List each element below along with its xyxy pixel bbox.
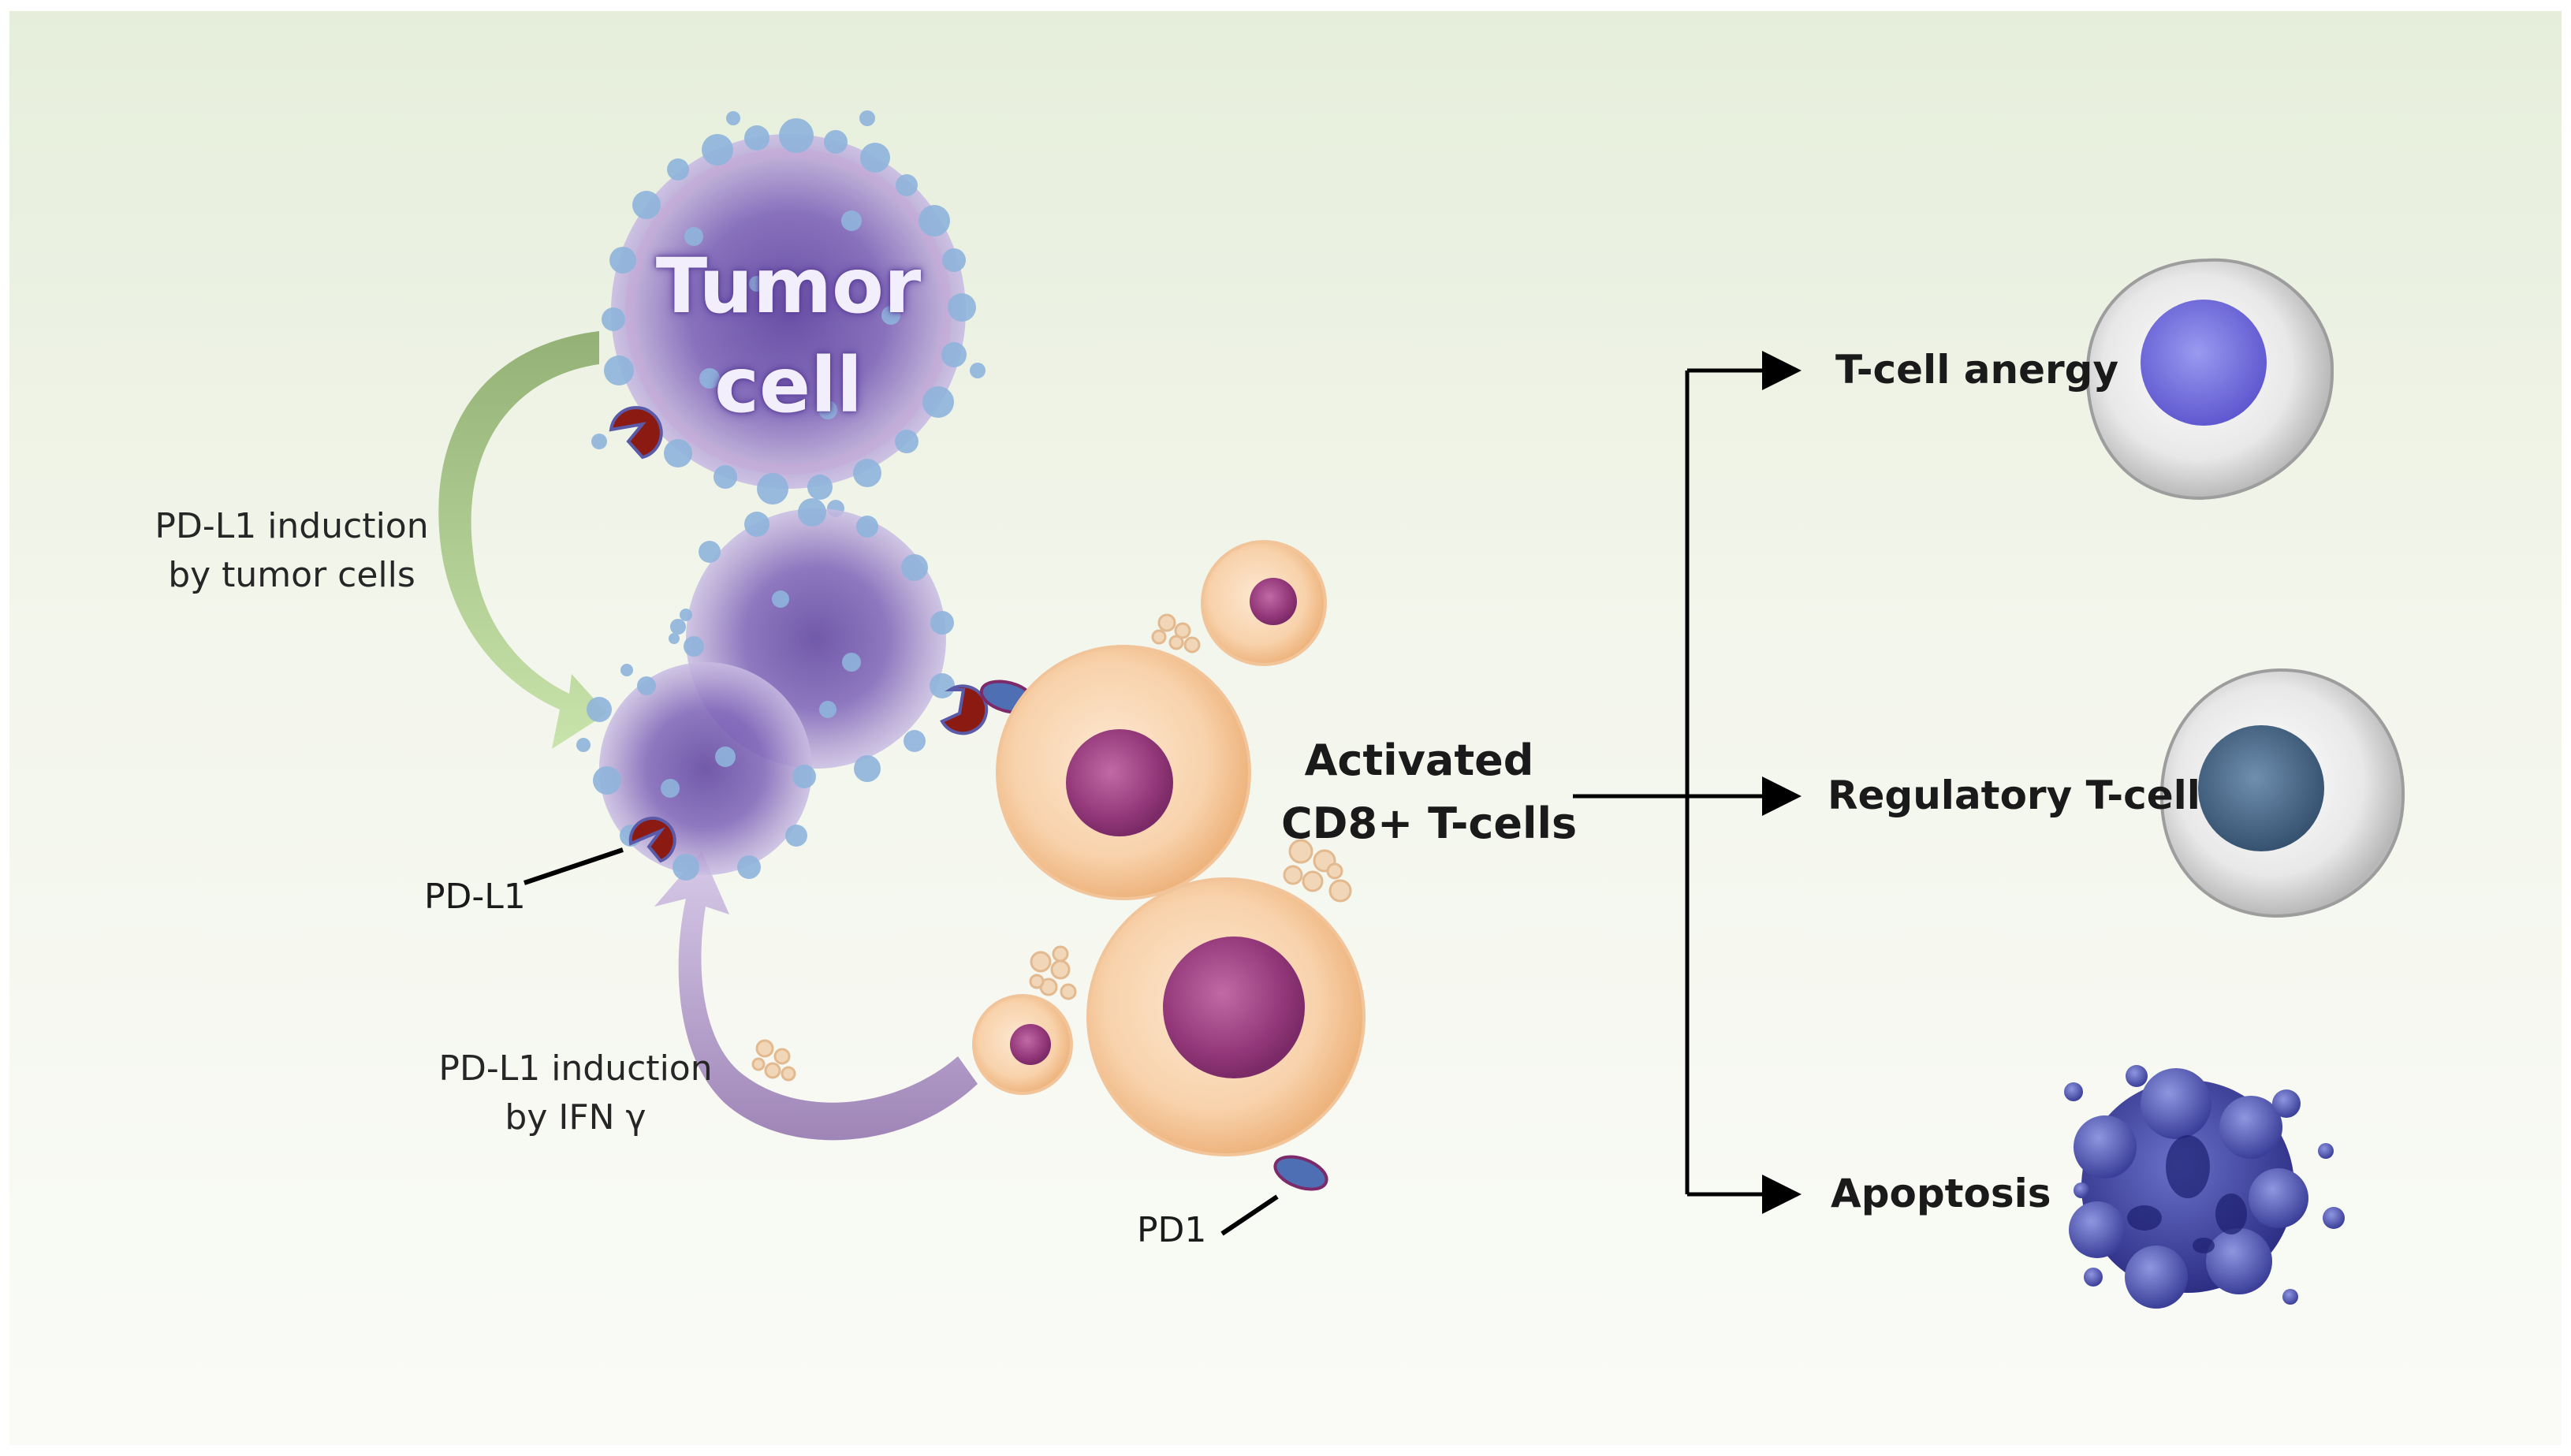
activated-t-cells-label: Activated CD8+ T-cells [1281, 729, 1578, 855]
tumor-cell-label-line1: Tumor [655, 242, 922, 330]
tumor-cell-cluster [576, 498, 989, 881]
outcome-apoptosis-label: Apoptosis [1831, 1171, 2051, 1216]
pdl1-receptor-icon [609, 406, 663, 460]
outcome-regulatory-label: Regulatory T-cell [1828, 773, 2200, 818]
cytokine-granules [751, 613, 1352, 1082]
induction-by-ifn-label: PD-L1 induction by IFN γ [434, 1045, 717, 1142]
apoptotic-cell [2064, 1065, 2345, 1309]
t-cell-large-bottom [1086, 877, 1366, 1156]
induction-by-ifn-line1: PD-L1 induction [438, 1048, 713, 1089]
tumor-cell-label-line2: cell [714, 341, 863, 430]
pd1-receptor-icon [1273, 1155, 1328, 1191]
tumor-cell [591, 110, 986, 517]
pdl1-receptor-icon [628, 816, 676, 863]
activated-line2: CD8+ T-cells [1281, 799, 1578, 848]
outcome-anergy-label: T-cell anergy [1835, 347, 2119, 393]
t-cell-large-top [996, 645, 1251, 900]
pdl1-label: PD-L1 [424, 877, 526, 917]
pd1-label: PD1 [1137, 1210, 1207, 1250]
induction-by-tumor-line1: PD-L1 induction [155, 506, 429, 546]
outcome-arrows [1573, 351, 1802, 1214]
induction-arrow-purple [654, 851, 978, 1141]
pdl1-receptor-icon [940, 684, 989, 735]
tumor-cell-label: Tumor cell [615, 236, 962, 435]
t-cell-small-bottom [972, 994, 1073, 1095]
t-cell-small-top [1201, 540, 1327, 666]
induction-by-tumor-line2: by tumor cells [168, 555, 415, 595]
pd1-pointer-line [1220, 1194, 1279, 1236]
regulatory-t-cell [2159, 668, 2405, 918]
activated-line1: Activated [1304, 735, 1534, 785]
pdl1-pointer-line [524, 847, 624, 885]
induction-by-tumor-label: PD-L1 induction by tumor cells [150, 502, 434, 600]
induction-arrow-green [438, 331, 607, 749]
anergy-cell [2085, 258, 2334, 501]
induction-by-ifn-line2: by IFN γ [505, 1097, 646, 1138]
